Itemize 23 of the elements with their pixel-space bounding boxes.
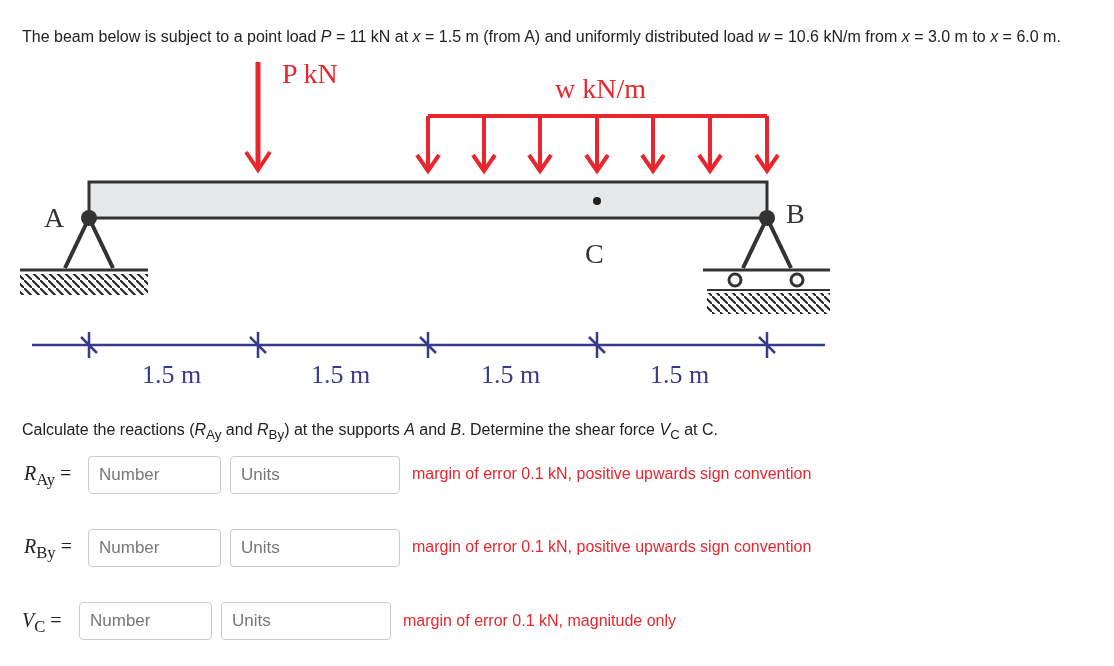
question-text: Calculate the reactions (R$_{Ay}$ and R$_{By}$) at the supports A and B. Determine the shear force V$_{C}$ at C. <box>22 421 718 443</box>
input-field: Units <box>230 456 400 494</box>
input-field: Units <box>221 602 391 640</box>
dimension-label: 1.5 m <box>481 360 541 390</box>
dimension-label: 1.5 m <box>650 360 710 390</box>
load-label: P kN <box>282 58 338 90</box>
point-label: C <box>585 238 604 270</box>
dimension-label: 1.5 m <box>311 360 371 390</box>
hint-text: margin of error 0.1 kN, magnitude only <box>403 612 676 630</box>
support-label: A <box>44 202 65 234</box>
input-field: Number <box>79 602 212 640</box>
support-label: B <box>786 198 805 230</box>
equation-label: R$_{By}$ = <box>24 535 72 563</box>
equation-label: R$_{Ay}$ = <box>24 462 72 490</box>
equation-label: V$_{C}$ = <box>22 609 62 637</box>
dimension-label: 1.5 m <box>142 360 202 390</box>
problem-statement: The beam below is subject to a point load P = 11 kN at x = 1.5 m (from A) and uniformly distributed load w = 10.6 kN/m from x = 3.0 m to x = 6.0 m. <box>22 28 1061 46</box>
input-field: Number <box>88 456 221 494</box>
hint-text: margin of error 0.1 kN, positive upwards sign convention <box>412 538 812 556</box>
load-label: w kN/m <box>555 73 646 105</box>
hint-text: margin of error 0.1 kN, positive upwards sign convention <box>412 465 812 483</box>
input-field: Units <box>230 529 400 567</box>
input-field: Number <box>88 529 221 567</box>
